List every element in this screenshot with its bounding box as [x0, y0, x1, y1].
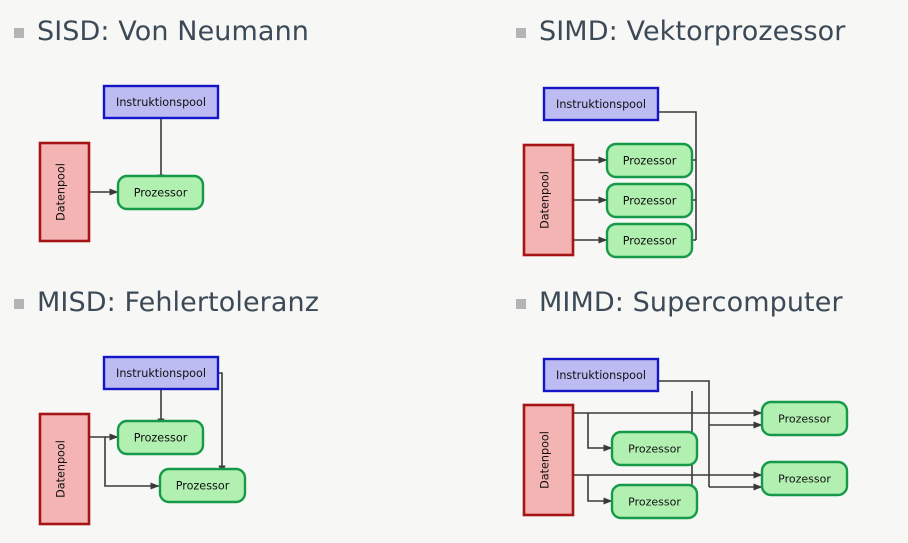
node-label: Datenpool	[55, 440, 68, 498]
quadrant-sisd: SISD: Von Neumann Instruktionspool	[0, 0, 454, 270]
heading-misd: MISD: Fehlertoleranz	[14, 289, 319, 316]
node-label: Instruktionspool	[116, 96, 206, 109]
node-processor-2: Prozessor	[605, 182, 694, 219]
node-label: Prozessor	[134, 432, 188, 445]
node-processor-1: Prozessor	[605, 142, 694, 179]
node-data-pool: Datenpool	[522, 143, 575, 257]
diagram-misd: Instruktionspool Datenpool Prozessor Pro…	[0, 341, 320, 541]
quadrant-mimd: MIMD: Supercomputer	[454, 271, 908, 541]
heading-text: SIMD: Vektorprozessor	[539, 16, 846, 47]
bullet-square-icon	[14, 28, 24, 38]
heading-text: SISD: Von Neumann	[37, 16, 309, 47]
node-processor-2: Prozessor	[760, 460, 849, 497]
diagram-mimd: Instruktionspool Datenpool Prozessor Pro…	[522, 343, 908, 543]
node-label: Prozessor	[623, 195, 677, 208]
quadrant-simd: SIMD: Vektorprozessor	[454, 0, 908, 270]
node-label: Prozessor	[623, 155, 677, 168]
node-label: Instruktionspool	[556, 98, 646, 111]
node-label: Datenpool	[539, 431, 552, 489]
node-processor-1: Prozessor	[116, 174, 205, 211]
heading-text: MIMD: Supercomputer	[539, 287, 843, 318]
node-data-pool: Datenpool	[38, 141, 91, 243]
heading-simd: SIMD: Vektorprozessor	[516, 18, 846, 45]
node-label: Datenpool	[539, 171, 552, 229]
arrow-data-to-processor-left-2	[587, 475, 613, 505]
node-processor-1: Prozessor	[760, 400, 849, 437]
node-label: Datenpool	[55, 163, 68, 221]
node-label: Prozessor	[628, 443, 681, 456]
node-label: Prozessor	[628, 496, 681, 509]
node-processor-4: Prozessor	[610, 483, 699, 520]
node-instruction-pool: Instruktionspool	[102, 355, 220, 391]
node-label: Prozessor	[778, 413, 831, 426]
quadrant-misd: MISD: Fehlertoleranz	[0, 271, 454, 541]
node-label: Prozessor	[176, 480, 230, 493]
node-label: Instruktionspool	[556, 369, 646, 382]
node-label: Prozessor	[778, 473, 831, 486]
heading-sisd: SISD: Von Neumann	[14, 18, 309, 45]
node-label: Prozessor	[134, 187, 188, 200]
node-label: Instruktionspool	[116, 367, 206, 380]
node-data-pool: Datenpool	[38, 412, 91, 526]
node-processor-1: Prozessor	[116, 419, 205, 456]
heading-mimd: MIMD: Supercomputer	[516, 289, 843, 316]
instruction-bus-right	[658, 380, 710, 487]
node-data-pool: Datenpool	[522, 403, 575, 517]
diagram-sisd: Instruktionspool Datenpool Prozessor	[0, 70, 300, 260]
node-processor-2: Prozessor	[158, 467, 247, 504]
node-label: Prozessor	[623, 235, 677, 248]
node-instruction-pool: Instruktionspool	[102, 84, 220, 120]
instruction-bus	[658, 111, 697, 240]
node-instruction-pool: Instruktionspool	[542, 86, 660, 122]
node-instruction-pool: Instruktionspool	[542, 357, 660, 393]
diagram-simd: Instruktionspool Datenpool Prozessor Pro…	[522, 72, 854, 272]
arrow-instruction-to-processor-2	[218, 372, 226, 475]
bullet-square-icon	[516, 28, 526, 38]
bullet-square-icon	[14, 299, 24, 309]
bullet-square-icon	[516, 299, 526, 309]
node-processor-3: Prozessor	[610, 430, 699, 467]
arrow-data-to-processor-2	[104, 437, 160, 490]
node-processor-3: Prozessor	[605, 222, 694, 259]
heading-text: MISD: Fehlertoleranz	[37, 287, 320, 318]
arrow-data-to-processor-left-1	[587, 413, 613, 452]
